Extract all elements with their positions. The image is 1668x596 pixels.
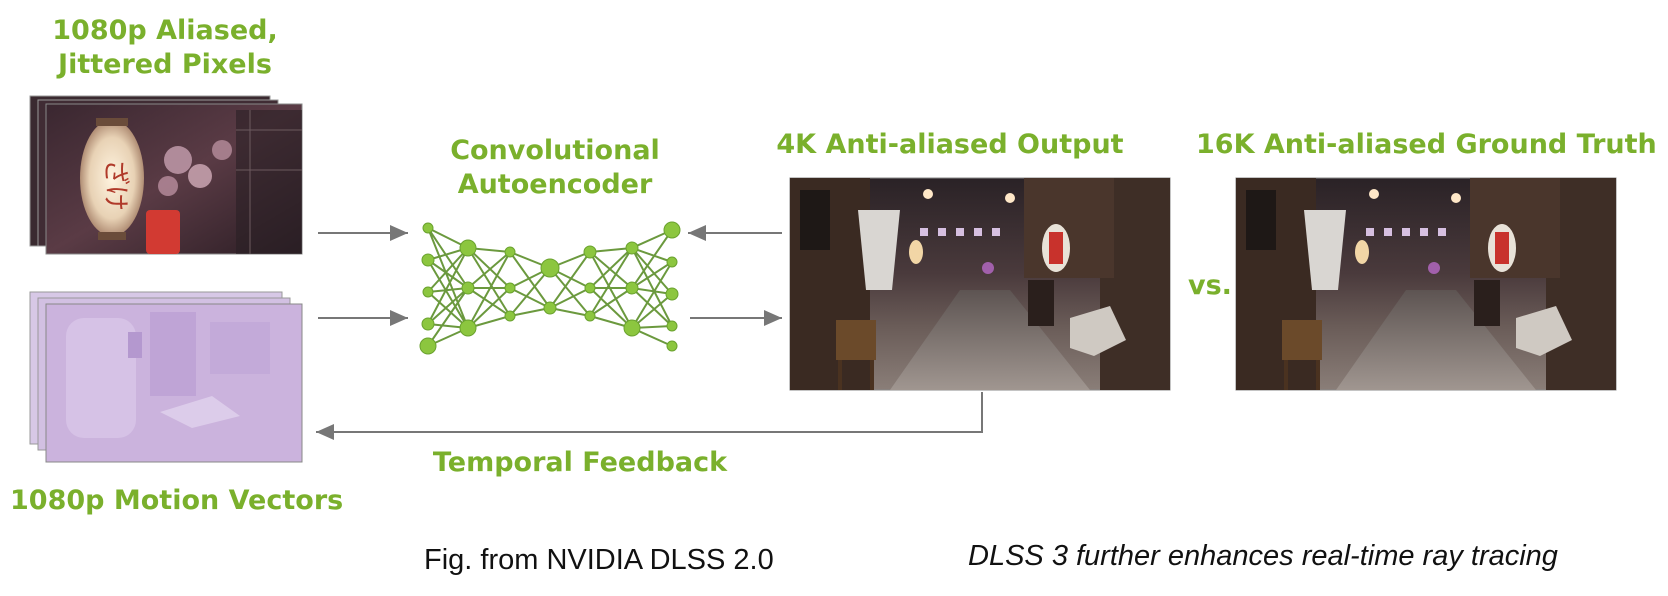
ground-truth-image: [1235, 177, 1617, 391]
input-pixels-label-line2: Jittered Pixels: [58, 49, 272, 80]
dlss3-caption: DLSS 3 further enhances real-time ray tr…: [968, 540, 1558, 572]
output-label: 4K Anti-aliased Output: [776, 129, 1124, 160]
temporal-feedback-label: Temporal Feedback: [432, 447, 728, 478]
autoencoder-network: [419, 221, 681, 355]
svg-text:ざけ: ざけ: [100, 159, 130, 211]
input-pixels-label: 1080p Aliased, Jittered Pixels: [40, 14, 290, 82]
autoencoder-label-line1: Convolutional: [450, 135, 660, 166]
output-image: [789, 177, 1171, 391]
aliased-pixels-stack: ざけ: [29, 95, 303, 255]
vs-label: vs.: [1188, 270, 1232, 301]
input-pixels-label-line1: 1080p Aliased,: [52, 15, 278, 46]
network-nodes: [419, 221, 681, 355]
autoencoder-label: Convolutional Autoencoder: [410, 134, 700, 202]
autoencoder-label-line2: Autoencoder: [457, 169, 653, 200]
temporal-feedback-arrow: [316, 392, 983, 440]
motion-vectors-stack: [29, 291, 303, 463]
ground-truth-label: 16K Anti-aliased Ground Truth: [1196, 129, 1657, 160]
network-edges: [427, 227, 673, 347]
motion-vectors-label: 1080p Motion Vectors: [10, 485, 344, 516]
figure-caption: Fig. from NVIDIA DLSS 2.0: [424, 544, 774, 576]
